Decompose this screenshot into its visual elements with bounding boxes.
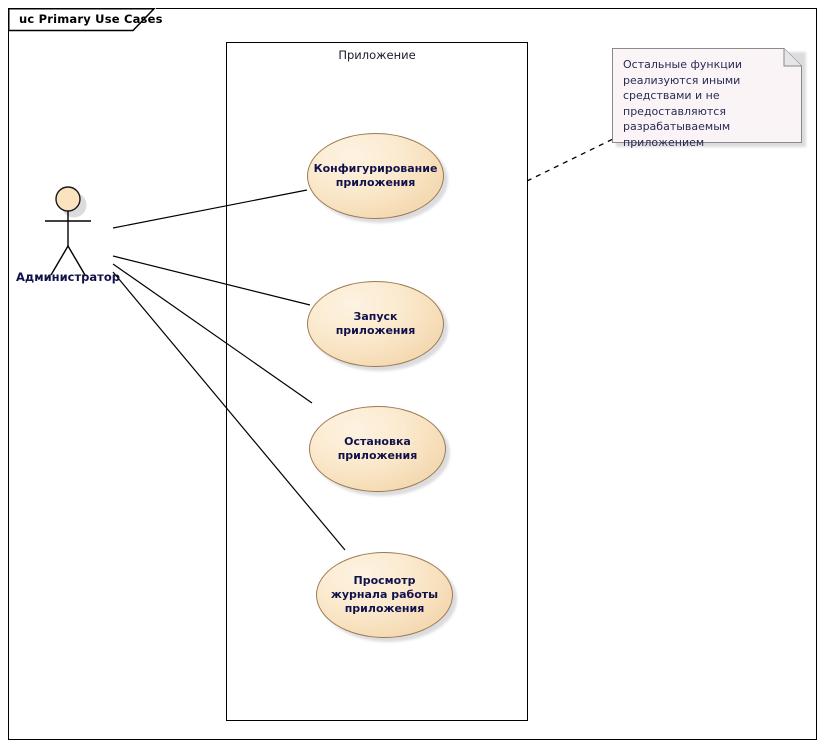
use-case-label: Запуск приложения — [335, 310, 416, 337]
actor-administrator[interactable] — [22, 178, 132, 288]
note-text: Остальные функции реализуются иными сред… — [623, 58, 743, 149]
use-case-ellipse — [316, 552, 453, 638]
use-case-ellipse — [307, 281, 444, 367]
note-comment[interactable]: Остальные функции реализуются иными сред… — [612, 48, 806, 149]
system-boundary-label: Приложение — [338, 48, 416, 62]
use-case-start[interactable]: Запуск приложения — [307, 281, 448, 371]
actor-stick-figure-icon — [45, 186, 91, 276]
use-case-ellipse — [309, 406, 446, 492]
use-case-label: Просмотр журнала работы приложения — [330, 574, 439, 615]
use-case-configure[interactable]: Конфигурирование приложения — [307, 133, 448, 223]
title-tab-shape — [8, 8, 156, 32]
use-case-view-log[interactable]: Просмотр журнала работы приложения — [316, 552, 457, 642]
use-case-ellipse — [307, 133, 444, 219]
diagram-title-tab: uc Primary Use Cases — [8, 8, 162, 32]
use-case-label: Остановка приложения — [337, 435, 418, 462]
note-shape — [612, 48, 802, 143]
diagram-title-label: uc Primary Use Cases — [19, 12, 163, 26]
diagram-frame — [8, 8, 817, 740]
actor-label: Администратор — [16, 270, 120, 284]
use-case-label: Конфигурирование приложения — [313, 162, 438, 189]
use-case-stop[interactable]: Остановка приложения — [309, 406, 450, 496]
